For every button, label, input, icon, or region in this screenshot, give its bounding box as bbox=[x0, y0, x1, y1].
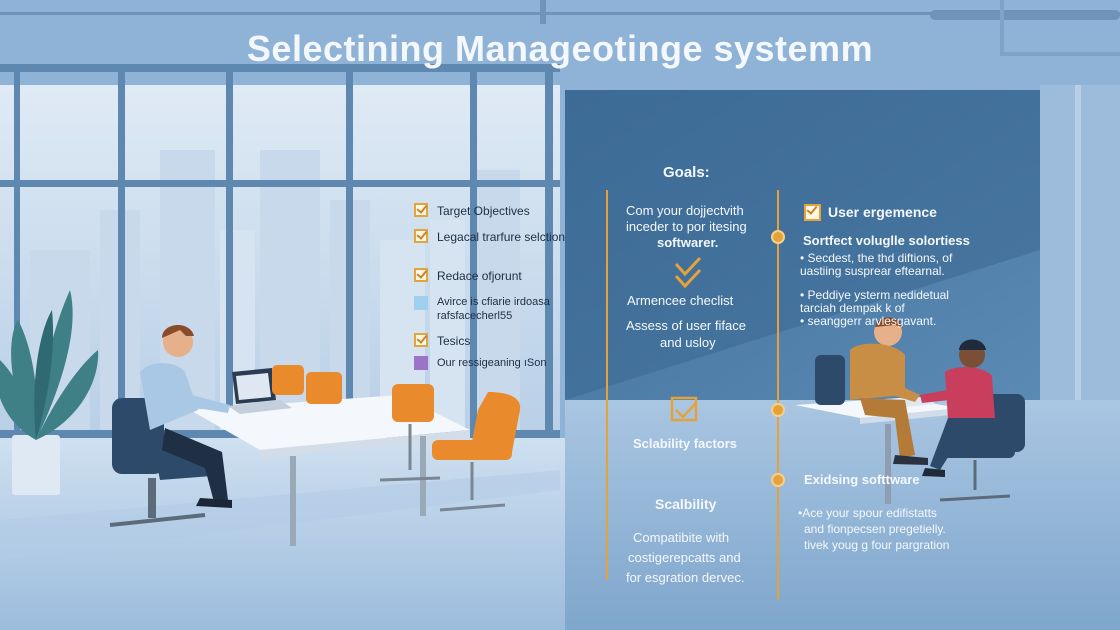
checklist-item-label: rafsfacecherl55 bbox=[437, 310, 513, 322]
checklist-item-label: Avirce is cfiarie irdoasa bbox=[437, 296, 550, 308]
checklist-title: Armencee checlist bbox=[627, 293, 734, 308]
right-subheading: Sortfect voluglle solortiess bbox=[803, 233, 970, 248]
bullet-text: • seanggerr arvlesgavant. bbox=[800, 314, 937, 328]
checklist-item-label: Redace ofjorunt bbox=[437, 269, 522, 283]
checklist-item-label: Legacal trarfure selction bbox=[437, 230, 566, 244]
bullet-text: • Secdest, the thd diftions, of bbox=[800, 251, 953, 265]
timeline-dot bbox=[771, 230, 785, 244]
blue-square-icon bbox=[414, 296, 428, 310]
double-check-icon bbox=[670, 256, 704, 290]
timeline-dot bbox=[771, 473, 785, 487]
goals-text: Com your dojjectvith bbox=[626, 203, 744, 218]
user-experience-heading: User ergemence bbox=[828, 204, 937, 220]
checkbox-icon bbox=[414, 229, 428, 243]
checkbox-icon bbox=[414, 203, 428, 217]
checkbox-icon bbox=[804, 204, 821, 221]
page-title: Selectining Manageotinge systemm bbox=[246, 28, 874, 69]
existing-text: •Ace your spour edifistatts bbox=[798, 506, 937, 520]
existing-text: tivek youg g four pargration bbox=[804, 538, 950, 552]
checkbox-icon bbox=[414, 268, 428, 282]
checkbox-icon bbox=[414, 333, 428, 347]
goals-bold-text: softwarer. bbox=[657, 235, 719, 250]
checklist-text: and usloy bbox=[660, 335, 716, 350]
bullet-text: uastiing susprear eftearnal. bbox=[800, 264, 945, 278]
existing-software-heading: Exidsing softtware bbox=[804, 472, 920, 487]
bullet-text: • Peddiye ysterm nedidetual bbox=[800, 288, 949, 302]
scalability-heading: Scalbility bbox=[655, 496, 717, 512]
checklist-text: Assess of user fiface bbox=[626, 318, 746, 333]
scalability-factors-label: Sclability factors bbox=[633, 436, 738, 451]
checkbox-icon bbox=[670, 396, 698, 422]
timeline-dot bbox=[771, 403, 785, 417]
existing-text: and fionpecsen pregetielly. bbox=[804, 522, 946, 536]
compat-text: costigerepcatts and bbox=[628, 550, 741, 565]
goals-heading: Goals: bbox=[663, 164, 710, 181]
compat-text: Compatibite with bbox=[633, 530, 730, 545]
purple-square-icon bbox=[414, 356, 428, 370]
compat-text: for esgration dervec. bbox=[626, 570, 745, 585]
checklist-item-label: Target Objectives bbox=[437, 204, 530, 218]
bullet-text: tarciah dempak k of bbox=[800, 301, 905, 315]
checklist-item-label: Our ressigeaning ıSon bbox=[437, 357, 547, 369]
checklist-item-label: Tesics bbox=[437, 334, 471, 348]
goals-text: inceder to por itesing bbox=[626, 219, 747, 234]
